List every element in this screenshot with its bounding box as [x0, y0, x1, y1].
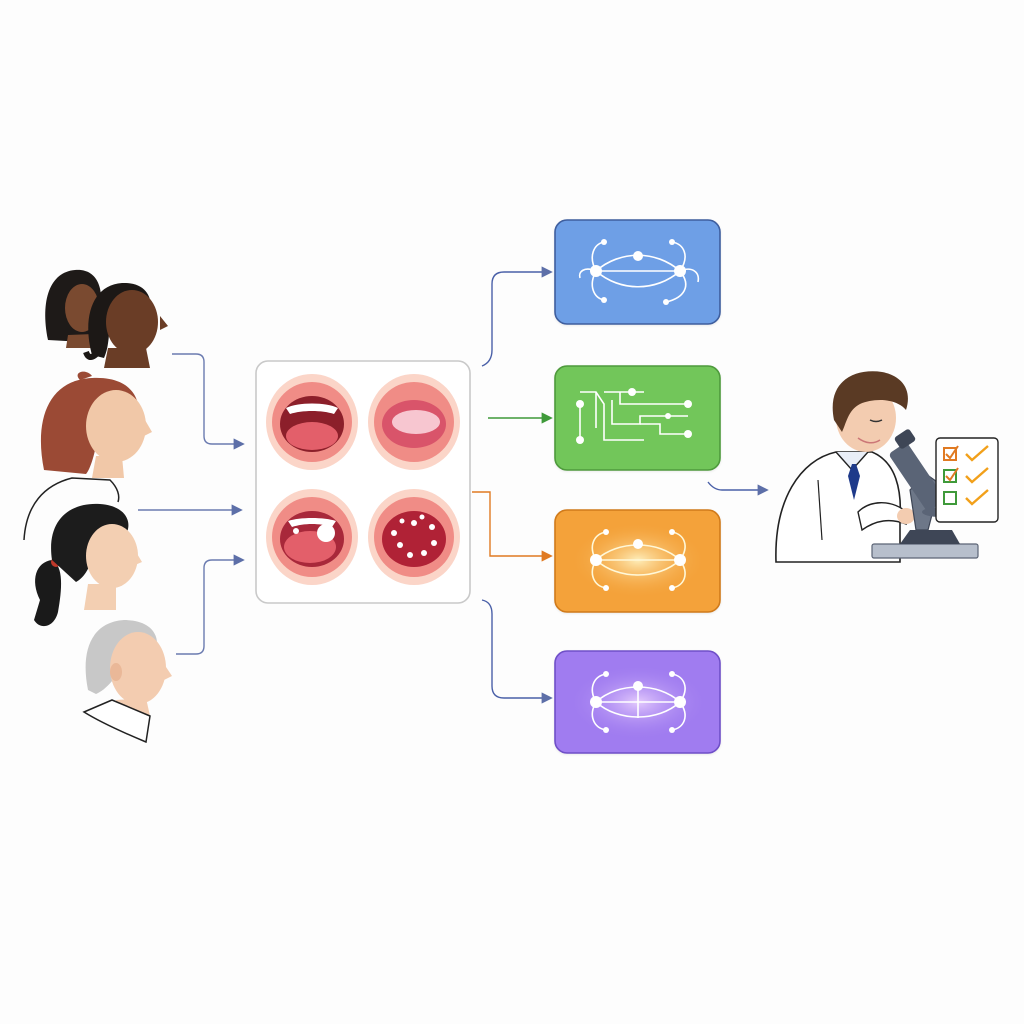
- arrow-to-purple-model: [481, 599, 553, 704]
- model-orange-box: [554, 509, 721, 613]
- model-green-box: [554, 365, 721, 471]
- patient-older-man-icon: [82, 620, 172, 744]
- arrow-man-to-panel: [176, 554, 245, 655]
- arrow-to-blue-model: [481, 266, 553, 367]
- clinician-with-microscope-icon: [775, 371, 999, 563]
- checklist-icon: [935, 437, 999, 523]
- circuit-icon: [579, 391, 688, 441]
- patient-black-hair-woman-icon: [34, 503, 142, 627]
- mouth-pale-tongue-image: [368, 374, 460, 470]
- tie: [848, 464, 860, 500]
- mouth-ulcer-image: [266, 489, 358, 585]
- patients-group: [23, 269, 172, 744]
- patient-pair-icon: [45, 269, 168, 368]
- patient-arrows: [138, 353, 245, 655]
- arrow-models-to-clinician: [707, 481, 769, 496]
- model-blue-box: [554, 219, 721, 325]
- model-purple-box: [554, 650, 721, 754]
- mouth-spots-image: [368, 489, 460, 585]
- arrow-pair-to-panel: [172, 353, 245, 450]
- arrow-to-orange-model: [472, 491, 553, 562]
- oral-images-panel: [255, 360, 471, 604]
- mouth-normal-image: [266, 374, 358, 470]
- panel-arrows: [472, 266, 553, 704]
- patient-redhead-icon: [23, 371, 152, 541]
